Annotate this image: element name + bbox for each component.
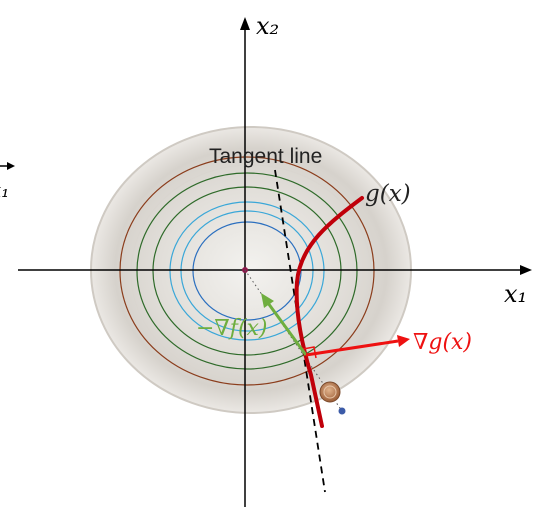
contour-core bbox=[192, 221, 302, 321]
grad-g-arrowhead bbox=[397, 335, 410, 347]
contour-fifth bbox=[180, 210, 314, 332]
contour-outer bbox=[119, 156, 375, 386]
constraint-label: g(x) bbox=[365, 181, 411, 207]
contour-second bbox=[136, 172, 358, 370]
grad-g-label: ∇g(x) bbox=[413, 330, 473, 355]
grad-g-arrow bbox=[305, 339, 399, 357]
neg-grad-f-label: −∇f(x) bbox=[196, 316, 268, 341]
x1-axis-label: x₁ bbox=[504, 280, 528, 308]
x1-axis-arrowhead bbox=[520, 265, 532, 275]
coin-icon bbox=[319, 381, 341, 403]
contour-fourth bbox=[169, 201, 325, 341]
cut-left-label: x₁ bbox=[0, 178, 10, 202]
x2-axis-label: x₂ bbox=[256, 12, 280, 40]
cut-left-arrowhead bbox=[7, 162, 15, 170]
x2-axis-arrowhead bbox=[240, 17, 250, 30]
contour-third bbox=[152, 186, 342, 356]
tangent-line-label: Tangent line bbox=[209, 145, 323, 168]
neg-grad-f-arrowhead bbox=[261, 293, 274, 308]
neg-grad-f-arrow bbox=[266, 302, 308, 356]
marble-dot bbox=[338, 407, 346, 415]
minimum-path-dotted bbox=[244, 269, 343, 412]
bowl-inner-rim bbox=[130, 164, 372, 382]
